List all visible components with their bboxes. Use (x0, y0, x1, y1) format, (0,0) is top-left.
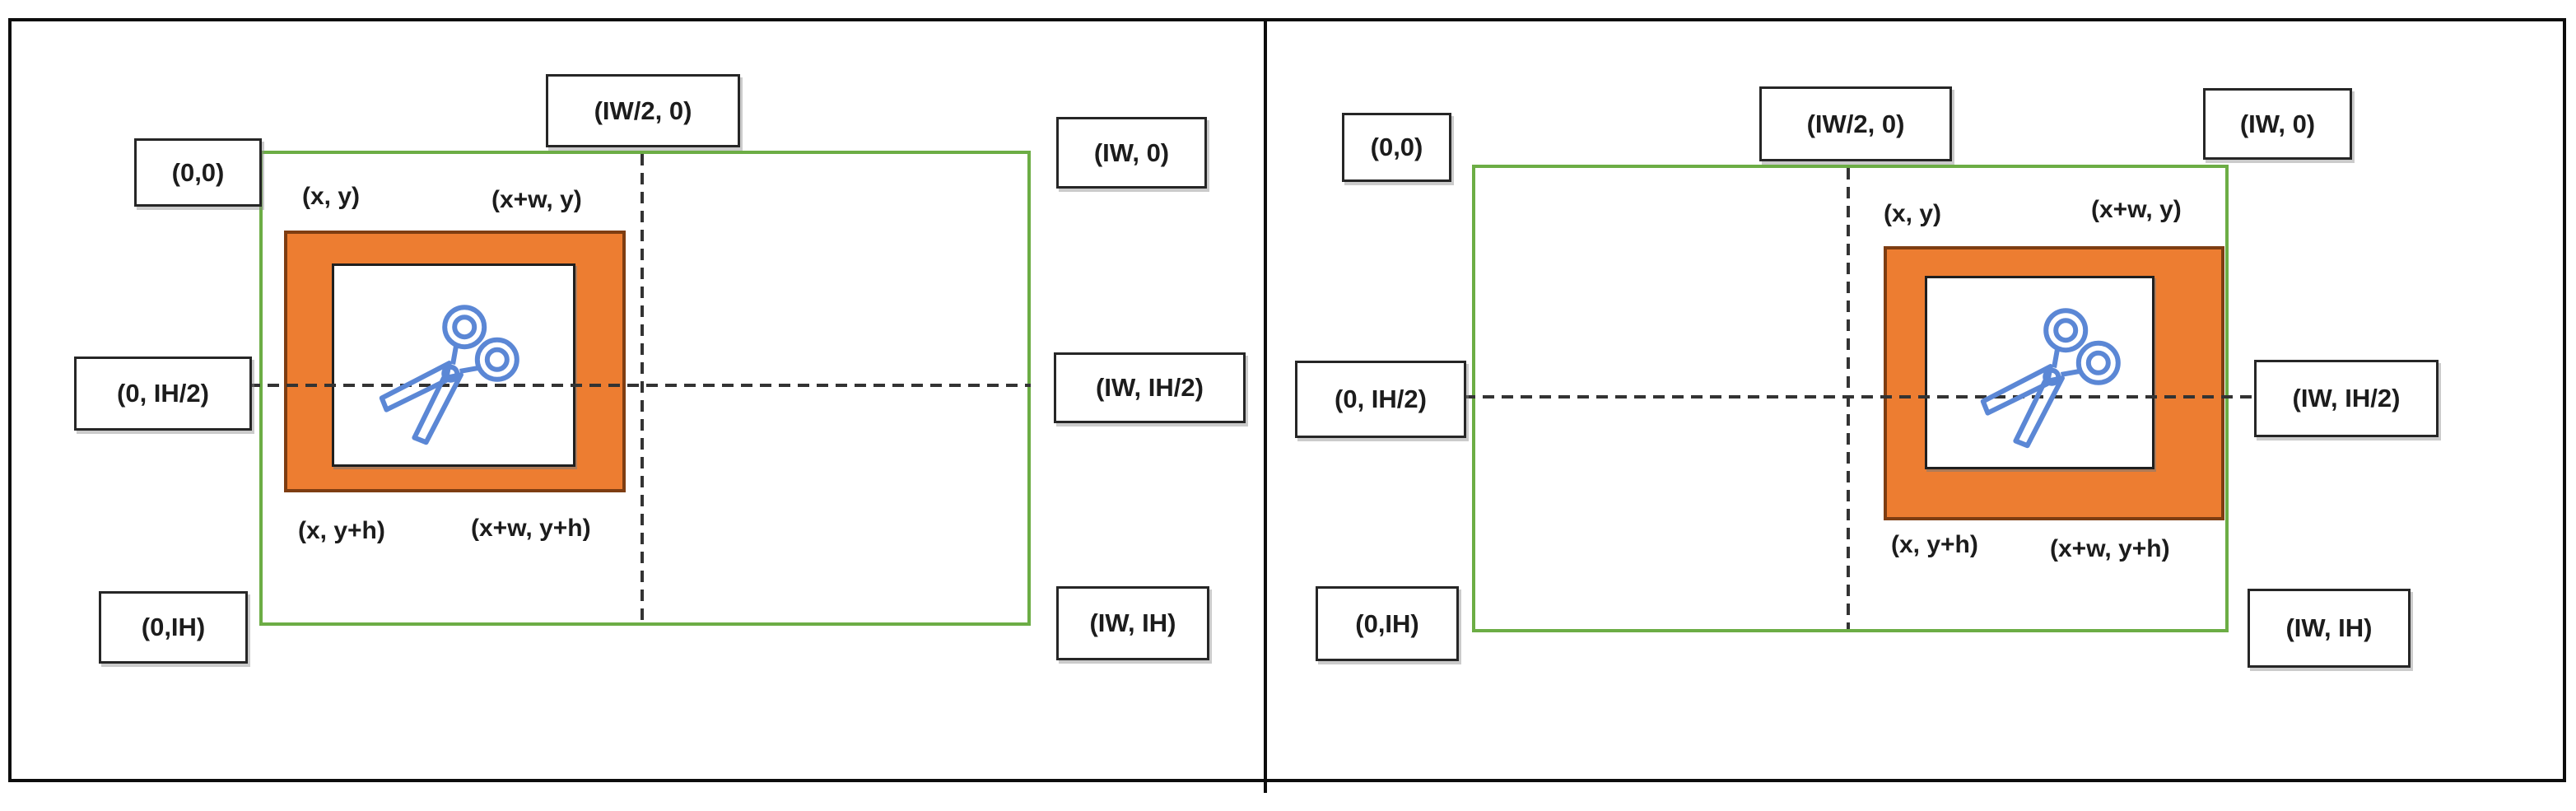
scissors-icon (1980, 308, 2121, 449)
left-crop-label-bottom-left: (x, y+h) (298, 517, 385, 544)
right-label-mid-left-text: (0, IH/2) (1335, 385, 1427, 413)
left-horizontal-midline (249, 384, 1031, 387)
right-crop-label-bottom-left: (x, y+h) (1891, 531, 1978, 558)
right-horizontal-midline (1464, 395, 2254, 399)
left-label-mid-right-text: (IW, IH/2) (1096, 373, 1204, 402)
left-label-top-right-text: (IW, 0) (1093, 137, 1170, 167)
left-image-boundary (259, 151, 1031, 626)
right-label-bottom-right-text: (IW, IH) (2285, 613, 2373, 642)
left-crop-label-top-right: (x+w, y) (491, 186, 582, 213)
left-label-top-mid-text: (IW/2, 0) (594, 96, 692, 125)
right-label-origin: (0,0) (1342, 113, 1451, 182)
outer-frame (8, 18, 2566, 782)
left-label-bottom-left: (0,IH) (99, 591, 248, 664)
right-vertical-midline (1847, 168, 1850, 629)
right-label-origin-text: (0,0) (1370, 133, 1423, 161)
left-label-mid-left: (0, IH/2) (74, 357, 252, 431)
right-crop-label-bottom-right: (x+w, y+h) (2050, 535, 2170, 562)
right-crop-label-top-right: (x+w, y) (2091, 196, 2182, 223)
right-image-boundary (1472, 165, 2229, 632)
left-label-mid-right: (IW, IH/2) (1054, 352, 1246, 423)
right-label-top-mid: (IW/2, 0) (1759, 86, 1952, 161)
left-label-bottom-right-text: (IW, IH) (1089, 608, 1176, 637)
left-label-origin: (0,0) (134, 138, 262, 207)
right-label-bottom-left-text: (0,IH) (1355, 608, 1419, 638)
right-label-mid-right-text: (IW, IH/2) (2292, 384, 2401, 412)
left-label-bottom-right: (IW, IH) (1056, 586, 1209, 660)
right-crop-label-top-left: (x, y) (1884, 200, 1942, 227)
right-label-mid-right: (IW, IH/2) (2254, 360, 2439, 437)
right-label-mid-left: (0, IH/2) (1295, 361, 1466, 438)
right-label-top-right-text: (IW, 0) (2239, 109, 2316, 138)
left-crop-label-bottom-right: (x+w, y+h) (471, 515, 591, 542)
right-label-bottom-left: (0,IH) (1316, 586, 1459, 661)
panel-divider (1264, 18, 1267, 793)
right-label-top-mid-text: (IW/2, 0) (1806, 109, 1905, 138)
left-label-bottom-left-text: (0,IH) (141, 613, 206, 641)
left-vertical-midline (641, 154, 644, 622)
left-label-mid-left-text: (0, IH/2) (117, 379, 209, 408)
right-label-bottom-right: (IW, IH) (2248, 589, 2411, 668)
scissors-icon (379, 305, 519, 445)
left-label-top-mid: (IW/2, 0) (546, 74, 740, 147)
right-label-top-right: (IW, 0) (2203, 88, 2352, 160)
left-label-origin-text: (0,0) (171, 157, 225, 187)
left-crop-label-top-left: (x, y) (302, 183, 361, 210)
left-label-top-right: (IW, 0) (1056, 117, 1207, 189)
